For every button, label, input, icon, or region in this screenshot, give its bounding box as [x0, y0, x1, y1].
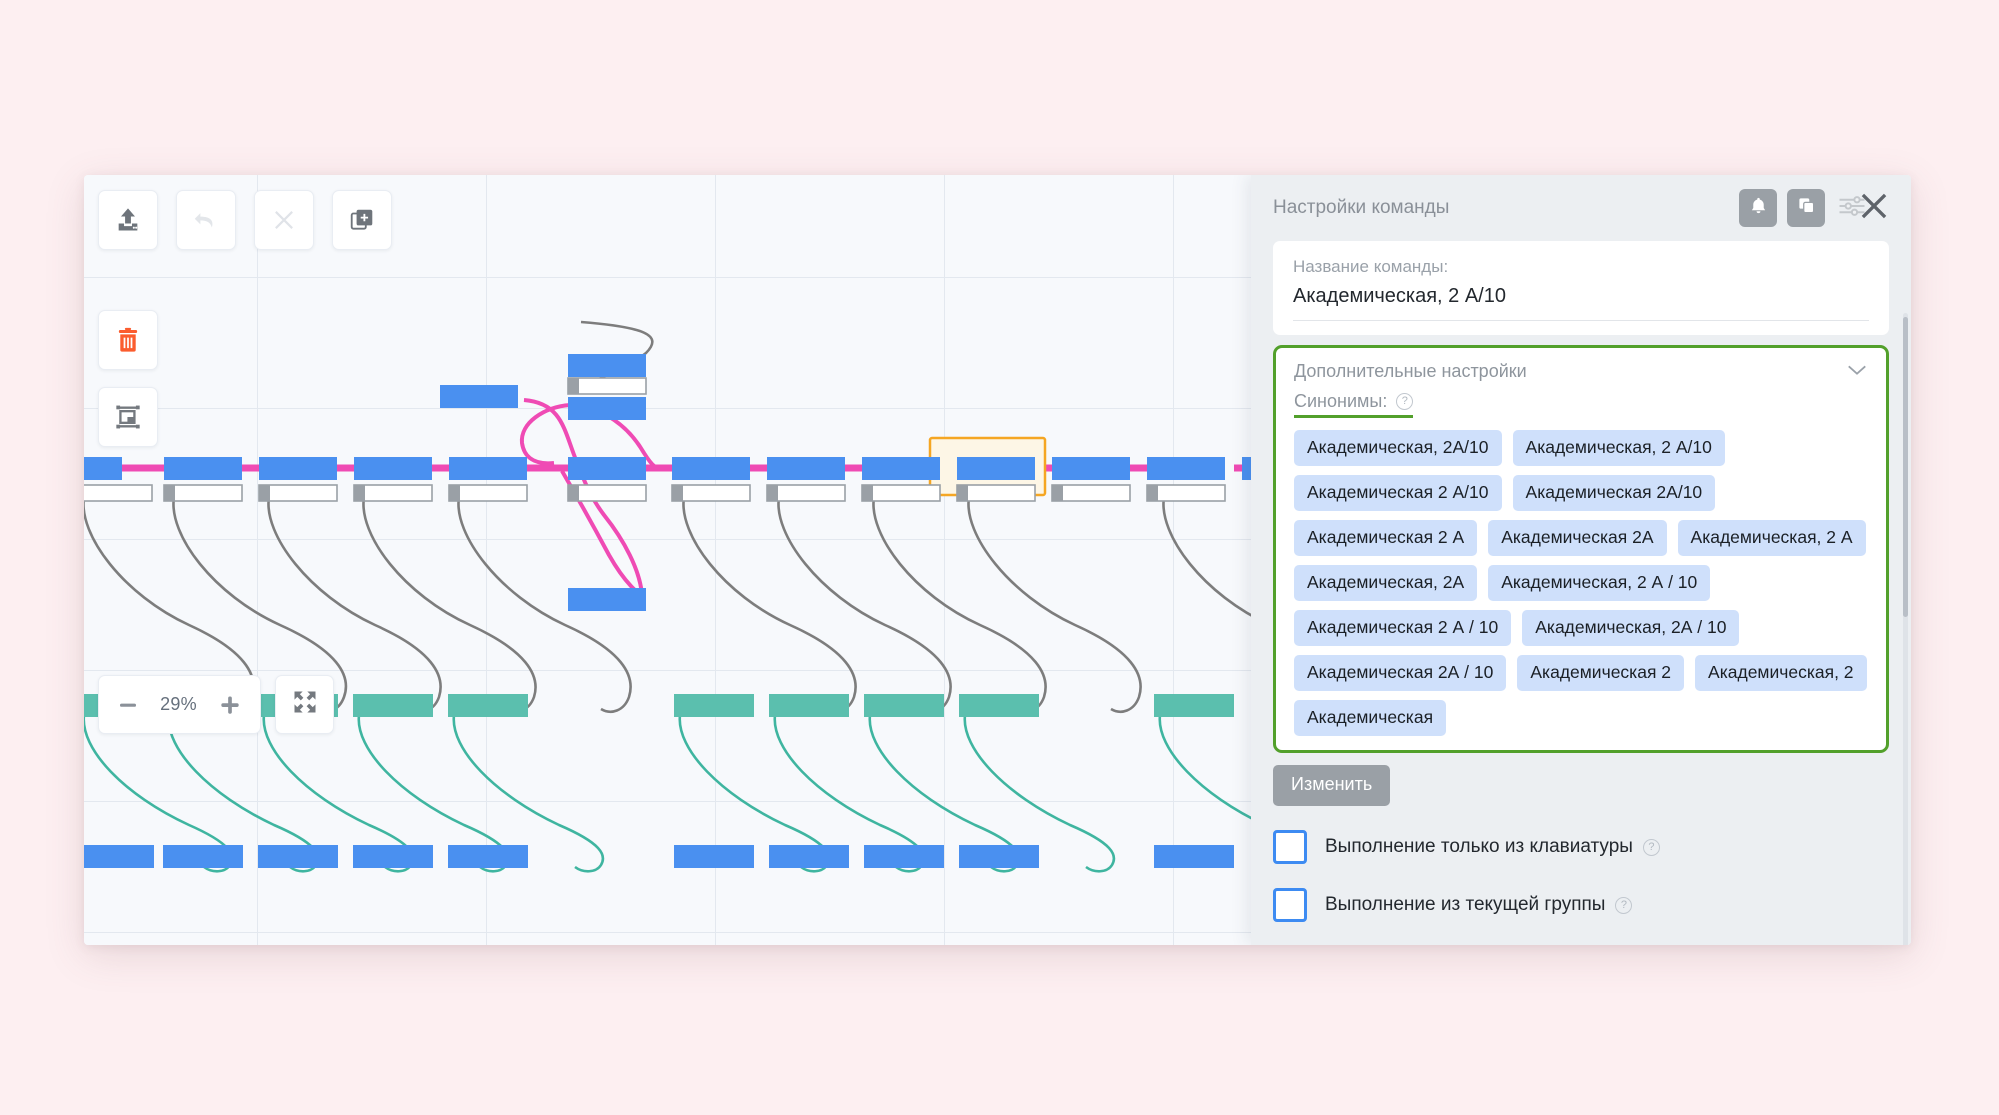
sliders-icon — [1835, 191, 1869, 226]
help-icon[interactable]: ? — [1396, 393, 1414, 410]
main-row-slots — [84, 484, 1226, 502]
fit-to-screen-button[interactable] — [275, 675, 334, 734]
change-button[interactable]: Изменить — [1273, 765, 1391, 806]
graph-svg — [84, 320, 1484, 873]
panel-scrollbar-track[interactable] — [1903, 313, 1908, 945]
synonym-chip[interactable]: Академическая 2А/10 — [1512, 475, 1716, 511]
panel-title: Настройки команды — [1273, 197, 1450, 218]
option-checkbox[interactable] — [1273, 830, 1307, 864]
trash-icon — [114, 326, 142, 354]
command-name-label: Название команды: — [1293, 257, 1449, 276]
synonyms-section-label: Синонимы: ? — [1294, 391, 1414, 418]
frame-icon — [114, 403, 142, 431]
synonym-chip[interactable]: Академическая 2А — [1488, 520, 1667, 556]
synonym-chip[interactable]: Академическая, 2А/10 — [1294, 430, 1502, 466]
top-blue-nodes[interactable] — [440, 354, 646, 611]
synonym-chip[interactable]: Академическая 2 — [1517, 655, 1685, 691]
help-icon[interactable]: ? — [1615, 896, 1633, 914]
undo-button[interactable] — [176, 190, 236, 250]
advanced-settings-header[interactable]: Дополнительные настройки — [1294, 361, 1868, 382]
option-row: Выполнение из текущей группы? — [1273, 888, 1889, 922]
gray-feedback-edges — [84, 496, 1337, 713]
synonym-chip[interactable]: Академическая 2А / 10 — [1294, 655, 1507, 691]
undo-icon — [191, 205, 221, 235]
synonym-chip[interactable]: Академическая, 2А / 10 — [1522, 610, 1740, 646]
fit-screen-icon — [291, 688, 319, 721]
app-window: 29% Настройки команды — [84, 175, 1911, 945]
top-white-slot — [567, 377, 647, 395]
synonym-chip[interactable]: Академическая 2 А / 10 — [1294, 610, 1512, 646]
synonym-chip[interactable]: Академическая, 2 А / 10 — [1488, 565, 1711, 601]
zoom-in-button[interactable] — [217, 692, 243, 718]
bottom-blue-node-row[interactable] — [84, 845, 1234, 868]
chevron-down-icon[interactable] — [1846, 361, 1868, 382]
upload-icon — [114, 206, 142, 234]
close-icon — [1855, 187, 1893, 230]
sliders-button[interactable] — [1835, 191, 1869, 226]
synonym-chip[interactable]: Академическая — [1294, 700, 1447, 736]
synonym-chip[interactable]: Академическая 2 А — [1294, 520, 1478, 556]
command-name-input[interactable]: Академическая, 2 А/10 — [1293, 285, 1869, 321]
notifications-button[interactable] — [1739, 189, 1777, 227]
synonym-chip[interactable]: Академическая, 2А — [1294, 565, 1478, 601]
synonym-chip[interactable]: Академическая 2 А/10 — [1294, 475, 1502, 511]
option-label-text: Выполнение из текущей группы — [1325, 894, 1606, 915]
zoom-out-button[interactable] — [116, 693, 140, 717]
command-name-card: Название команды: Академическая, 2 А/10 — [1273, 241, 1889, 335]
advanced-settings-card: Дополнительные настройки Синонимы: ? Ака… — [1273, 345, 1889, 753]
main-row-blue-nodes[interactable] — [84, 457, 1320, 480]
panel-body: Название команды: Академическая, 2 А/10 … — [1251, 241, 1911, 945]
upload-button[interactable] — [98, 190, 158, 250]
advanced-settings-title: Дополнительные настройки — [1294, 361, 1527, 381]
synonym-chip[interactable]: Академическая, 2 А — [1677, 520, 1866, 556]
panel-header: Настройки команды — [1251, 175, 1911, 241]
synonyms-chip-list: Академическая, 2А/10 Академическая, 2 А/1… — [1294, 430, 1868, 736]
help-icon[interactable]: ? — [1642, 838, 1660, 856]
delete-button[interactable] — [98, 310, 158, 370]
option-label: Выполнение только из клавиатуры? — [1325, 836, 1660, 858]
option-checkbox[interactable] — [1273, 888, 1307, 922]
option-label-text: Выполнение только из клавиатуры — [1325, 836, 1633, 857]
close-panel-button[interactable] — [1855, 187, 1893, 230]
option-checkbox-list: Выполнение только из клавиатуры?Выполнен… — [1273, 830, 1889, 945]
cancel-button[interactable] — [254, 190, 314, 250]
add-copy-button[interactable] — [332, 190, 392, 250]
zoom-level-value: 29% — [160, 694, 197, 714]
zoom-control[interactable]: 29% — [98, 675, 261, 734]
bell-icon — [1749, 196, 1768, 220]
option-label: Выполнение из текущей группы? — [1325, 894, 1633, 916]
copy-icon — [1797, 196, 1816, 220]
synonym-chip[interactable]: Академическая, 2 А/10 — [1512, 430, 1725, 466]
frame-select-button[interactable] — [98, 387, 158, 447]
panel-scrollbar-thumb[interactable] — [1903, 317, 1908, 617]
command-settings-panel: Настройки команды — [1251, 175, 1911, 945]
synonym-chip[interactable]: Академическая, 2 — [1695, 655, 1867, 691]
synonyms-label-text: Синонимы: — [1294, 391, 1388, 411]
duplicate-button[interactable] — [1787, 189, 1825, 227]
close-icon — [270, 206, 298, 234]
option-row: Выполнение только из клавиатуры? — [1273, 830, 1889, 864]
add-copy-icon — [349, 207, 375, 233]
